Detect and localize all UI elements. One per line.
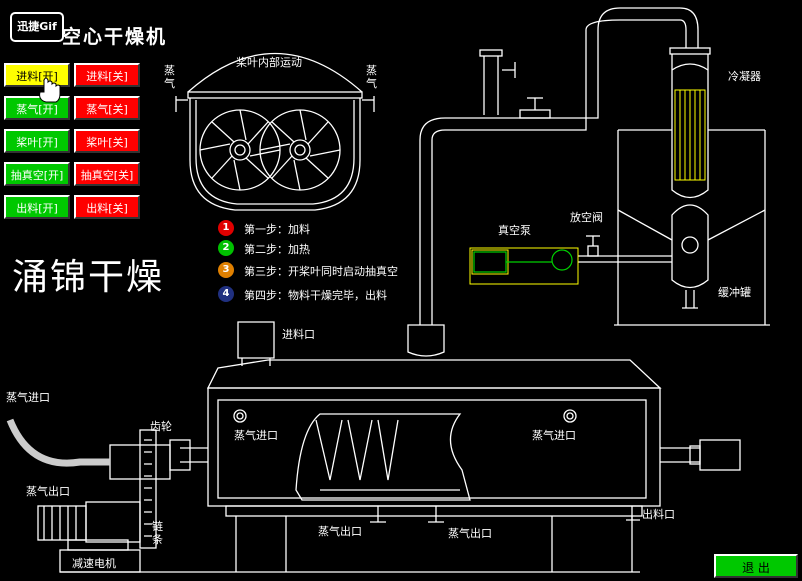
step-4-badge: 4 xyxy=(218,286,234,302)
steam-inlet-outer-label: 蒸气进口 xyxy=(6,391,50,404)
feed-inlet-label: 进料口 xyxy=(282,328,315,341)
vacuum-pump xyxy=(473,249,573,273)
step-4-text: 第四步：物料干燥完毕，出料 xyxy=(244,289,387,302)
brand-title: 涌锦干燥 xyxy=(12,257,165,298)
steam-close-button[interactable]: 蒸气[关] xyxy=(74,96,140,120)
discharge-open-button[interactable]: 出料[开] xyxy=(4,195,70,219)
paddle-open-button[interactable]: 桨叶[开] xyxy=(4,129,70,153)
gear-chain xyxy=(139,429,157,549)
step-2-text: 第二步：加热 xyxy=(244,243,310,256)
steam-inlet-1-label: 蒸气进口 xyxy=(234,429,278,442)
chain-label: 链条 xyxy=(152,520,163,546)
feed-close-button[interactable]: 进料[关] xyxy=(74,63,140,87)
discharge-label: 出料口 xyxy=(642,508,675,521)
vacuum-pump-label: 真空泵 xyxy=(498,224,531,237)
feed-open-button[interactable]: 进料[开] xyxy=(4,63,70,87)
step-1-text: 第一步：加料 xyxy=(244,223,310,236)
steam-inlet-2-label: 蒸气进口 xyxy=(532,429,576,442)
logo: 迅捷Gif xyxy=(10,12,64,42)
motor-body xyxy=(37,505,87,541)
vacuum-close-button[interactable]: 抽真空[关] xyxy=(74,162,140,186)
vacuum-open-button[interactable]: 抽真空[开] xyxy=(4,162,70,186)
paddle-wheel-left xyxy=(199,109,281,191)
exit-button[interactable]: 退 出 xyxy=(714,554,798,578)
step-3-badge: 3 xyxy=(218,262,234,278)
discharge-close-button[interactable]: 出料[关] xyxy=(74,195,140,219)
gear-label: 齿轮 xyxy=(150,420,172,433)
paddle-close-button[interactable]: 桨叶[关] xyxy=(74,129,140,153)
page-title: 空心干燥机 xyxy=(62,26,168,48)
buffer-tank-label: 缓冲罐 xyxy=(718,286,751,299)
motor-label: 减速电机 xyxy=(72,557,116,570)
steam-open-button[interactable]: 蒸气[开] xyxy=(4,96,70,120)
steam-outlet-outer-label: 蒸气出口 xyxy=(26,485,70,498)
paddle-wheel-right xyxy=(259,109,341,191)
steam-left-label: 蒸气 xyxy=(164,64,175,90)
vent-valve-label: 放空阀 xyxy=(570,211,603,224)
step-2-badge: 2 xyxy=(218,240,234,256)
vessel-lid xyxy=(187,53,363,93)
steam-right-label: 蒸气 xyxy=(366,64,377,90)
steam-outlet-2-label: 蒸气出口 xyxy=(448,527,492,540)
steam-outlet-1-label: 蒸气出口 xyxy=(318,525,362,538)
condenser-label: 冷凝器 xyxy=(728,70,761,83)
step-3-text: 第三步：开桨叶同时启动抽真空 xyxy=(244,265,398,278)
vessel-body xyxy=(189,98,361,211)
step-1-badge: 1 xyxy=(218,220,234,236)
paddle-motion-label: 桨叶内部运动 xyxy=(236,56,302,69)
